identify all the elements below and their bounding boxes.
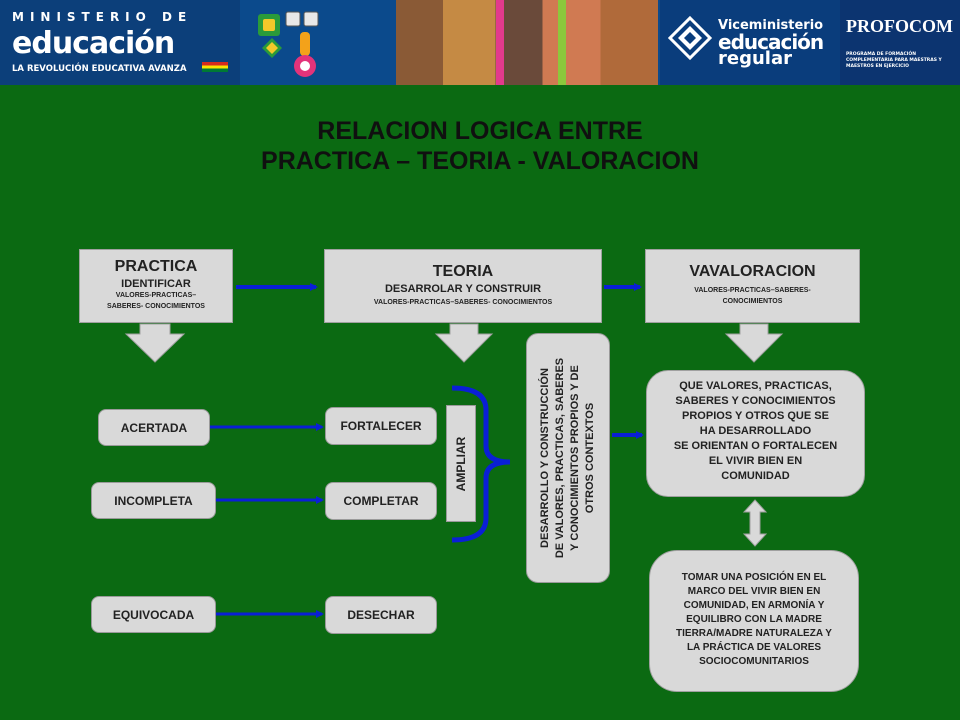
down-arrow-practica	[124, 323, 186, 363]
title-line-2: PRACTICA – TEORIA - VALORACION	[261, 147, 699, 175]
viceministerio-emblem-icon	[668, 16, 712, 60]
desarrollo-line-1: DESARROLLO Y CONSTRUCCIÓN	[539, 368, 551, 548]
desechar-box: DESECHAR	[325, 596, 437, 634]
teoria-box: TEORIA DESARROLAR Y CONSTRUIR VALORES-PR…	[324, 249, 602, 323]
practica-detail-2: SABERES- CONOCIMIENTOS	[107, 303, 205, 310]
educacion-logo-text: educación	[12, 26, 175, 61]
down-arrow-valoracion	[724, 323, 784, 363]
que-valores-line: COMUNIDAD	[721, 470, 790, 482]
teoria-title: TEORIA	[432, 263, 494, 280]
que-valores-text: QUE VALORES, PRACTICAS, SABERES Y CONOCI…	[647, 379, 864, 484]
profocom-title: PROFOCOM	[846, 16, 953, 36]
tomar-posicion-box: TOMAR UNA POSICIÓN EN EL MARCO DEL VIVIR…	[649, 550, 859, 692]
tomar-line: MARCO DEL VIVIR BIEN EN	[687, 586, 821, 597]
ampliar-box: AMPLIAR	[446, 405, 476, 522]
revolucion-slogan: LA REVOLUCIÓN EDUCATIVA AVANZA	[12, 64, 187, 74]
que-valores-line: SE ORIENTAN O FORTALECEN	[673, 440, 838, 452]
tomar-line: TIERRA/MADRE NATURALEZA Y	[676, 628, 832, 639]
tomar-line: COMUNIDAD, EN ARMONÍA Y	[683, 600, 825, 611]
ministerio-text: MINISTERIO DE	[12, 10, 193, 24]
vice-educacion-text: educación	[718, 30, 824, 54]
decorative-stripe	[496, 0, 504, 85]
desarrollo-line-2: DE VALORES, PRACTICAS, SABERES	[554, 357, 566, 559]
tomar-line: LA PRÁCTICA DE VALORES	[686, 642, 822, 653]
practica-detail-1: VALORES-PRACTICAS–	[115, 292, 197, 299]
ampliar-label: AMPLIAR	[454, 436, 468, 491]
header-banner: MINISTERIO DE educación LA REVOLUCIÓN ED…	[0, 0, 960, 85]
valoracion-detail-2: CONOCIMIENTOS	[722, 298, 783, 305]
page-title: RELACION LOGICA ENTRE PRACTICA – TEORIA …	[0, 116, 960, 176]
valoracion-title: VAVALORACION	[689, 263, 816, 280]
incompleta-box: INCOMPLETA	[91, 482, 216, 519]
desarrollo-line-4: OTROS CONTEXTOS	[584, 402, 596, 514]
profocom-subtitle: PROGRAMA DE FORMACIÓN COMPLEMENTARIA PAR…	[846, 52, 942, 69]
viceministerio-text: Viceministerio	[718, 18, 824, 33]
valoracion-detail-1: VALORES-PRACTICAS–SABERES-	[694, 287, 811, 294]
desarrollo-line-3: Y CONOCIMIENTOS PROPIOS Y DE	[569, 365, 581, 551]
ministry-emblem-icon	[258, 11, 319, 77]
teoria-detail: VALORES-PRACTICAS–SABERES- CONOCIMIENTOS	[373, 299, 553, 306]
viceministerio-logo: Viceministerio educación regular	[660, 0, 840, 85]
tomar-line: TOMAR UNA POSICIÓN EN EL	[681, 572, 827, 583]
completar-label: COMPLETAR	[343, 494, 419, 508]
tomar-line: SOCIOCOMUNITARIOS	[699, 656, 809, 667]
down-arrow-teoria	[434, 323, 494, 363]
acertada-label: ACERTADA	[120, 420, 188, 435]
practica-subtitle: IDENTIFICAR	[121, 278, 191, 290]
decorative-stripe	[558, 0, 566, 85]
que-valores-line: SABERES Y CONOCIMIENTOS	[675, 395, 836, 407]
fortalecer-label: FORTALECER	[340, 419, 422, 433]
acertada-box: ACERTADA	[98, 409, 210, 446]
curly-brace	[451, 385, 511, 543]
vice-regular-text: regular	[718, 48, 792, 69]
children-photos	[396, 0, 658, 85]
desarrollo-text: DESARROLLO Y CONSTRUCCIÓN DE VALORES, PR…	[538, 358, 598, 558]
title-line-1: RELACION LOGICA ENTRE	[317, 117, 643, 145]
que-valores-line: QUE VALORES, PRACTICAS,	[679, 380, 832, 392]
completar-box: COMPLETAR	[325, 482, 437, 520]
ministerio-logo: MINISTERIO DE educación LA REVOLUCIÓN ED…	[0, 0, 240, 85]
bolivia-flag-icon	[202, 62, 228, 72]
desarrollo-box: DESARROLLO Y CONSTRUCCIÓN DE VALORES, PR…	[526, 333, 610, 583]
equivocada-box: EQUIVOCADA	[91, 596, 216, 633]
double-arrow	[742, 499, 768, 547]
fortalecer-box: FORTALECER	[325, 407, 437, 445]
tomar-posicion-text: TOMAR UNA POSICIÓN EN EL MARCO DEL VIVIR…	[650, 571, 858, 669]
desechar-label: DESECHAR	[347, 608, 415, 622]
equivocada-label: EQUIVOCADA	[112, 607, 195, 622]
profocom-logo: PROFOCOM PROGRAMA DE FORMACIÓN COMPLEMEN…	[840, 0, 960, 85]
valoracion-box: VAVALORACION VALORES-PRACTICAS–SABERES- …	[645, 249, 860, 323]
tomar-line: EQUILIBRO CON LA MADRE	[686, 614, 822, 625]
que-valores-line: HA DESARROLLADO	[699, 425, 812, 437]
practica-box: PRACTICA IDENTIFICAR VALORES-PRACTICAS– …	[79, 249, 233, 323]
practica-title: PRACTICA	[114, 258, 198, 275]
incompleta-label: INCOMPLETA	[114, 493, 193, 508]
que-valores-box: QUE VALORES, PRACTICAS, SABERES Y CONOCI…	[646, 370, 865, 497]
que-valores-line: PROPIOS Y OTROS QUE SE	[682, 410, 829, 422]
teoria-subtitle: DESARROLAR Y CONSTRUIR	[384, 283, 542, 295]
que-valores-line: EL VIVIR BIEN EN	[708, 455, 803, 467]
